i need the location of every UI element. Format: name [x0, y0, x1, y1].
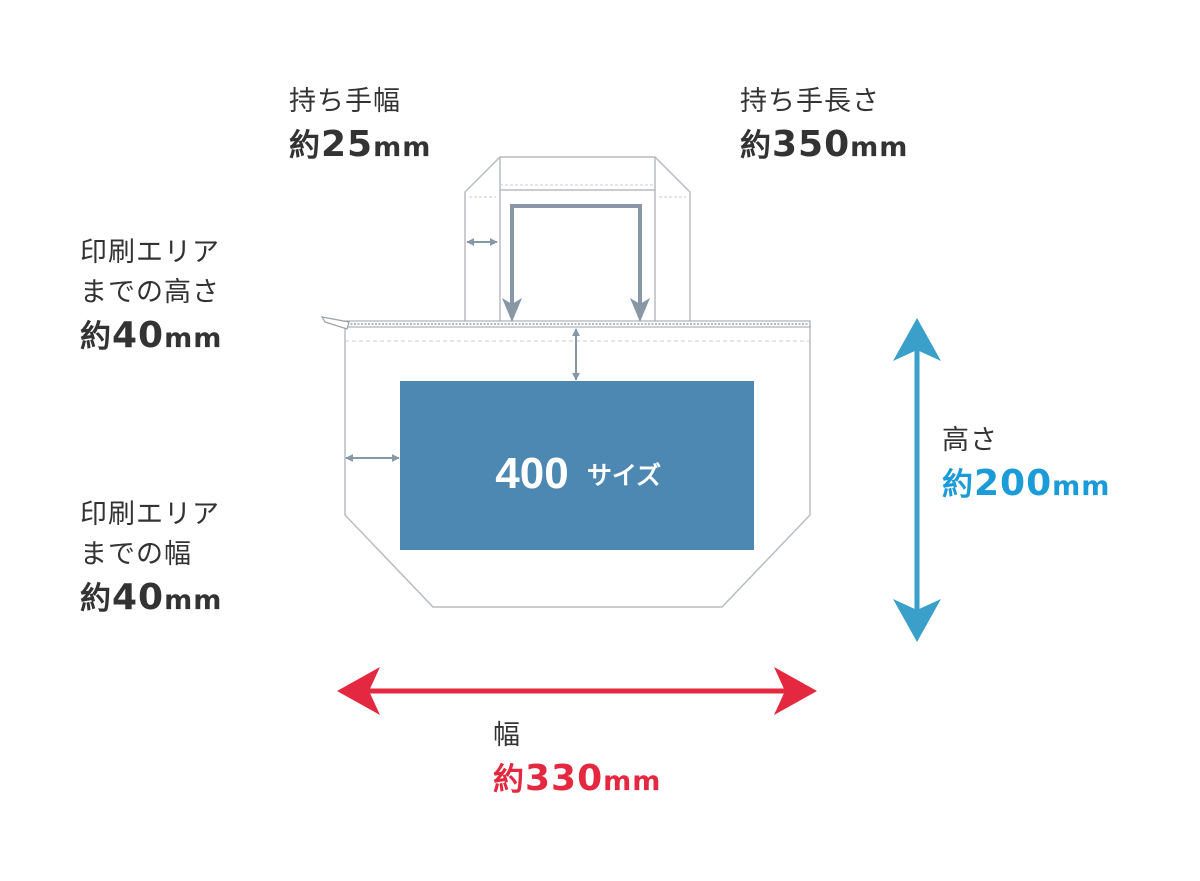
- handle-width-value: 約25mm: [289, 124, 432, 165]
- print-top-margin-label: 印刷エリア までの高さ 約40mm: [80, 233, 222, 365]
- height-arrow: [893, 318, 941, 642]
- print-side-margin-caption-line-1: 印刷エリア: [80, 499, 220, 530]
- width-value: 約330mm: [493, 758, 662, 799]
- zipper: [320, 316, 811, 330]
- height-label: 高さ 約200mm: [942, 421, 1110, 513]
- print-top-margin-value: 約40mm: [80, 315, 223, 356]
- handle-length-caption: 持ち手長さ: [740, 86, 880, 117]
- handle-length-label: 持ち手長さ 約350mm: [740, 82, 908, 174]
- height-value: 約200mm: [942, 463, 1111, 504]
- handle-length-arrowhead-left: [502, 298, 522, 322]
- width-label: 幅 約330mm: [493, 716, 661, 808]
- width-caption: 幅: [493, 720, 521, 751]
- print-area-size-label: サイズ: [587, 461, 661, 490]
- handle-length-arrow: [510, 204, 642, 312]
- width-arrow: [337, 667, 817, 715]
- handle-length-value: 約350mm: [740, 124, 909, 165]
- print-side-margin-caption-line-2: までの幅: [80, 539, 192, 570]
- bag-handle: [464, 156, 691, 323]
- handle-width-label: 持ち手幅 約25mm: [289, 82, 431, 174]
- print-side-margin-value: 約40mm: [80, 577, 223, 618]
- handle-length-arrowhead-right: [630, 298, 650, 322]
- print-top-margin-caption-line-2: までの高さ: [80, 277, 220, 308]
- print-side-margin-label: 印刷エリア までの幅 約40mm: [80, 495, 222, 627]
- handle-width-caption: 持ち手幅: [289, 86, 401, 117]
- print-top-margin-caption-line-1: 印刷エリア: [80, 237, 220, 268]
- print-area-size-number: 400: [495, 449, 568, 498]
- print-area: [400, 381, 754, 550]
- height-caption: 高さ: [942, 425, 998, 456]
